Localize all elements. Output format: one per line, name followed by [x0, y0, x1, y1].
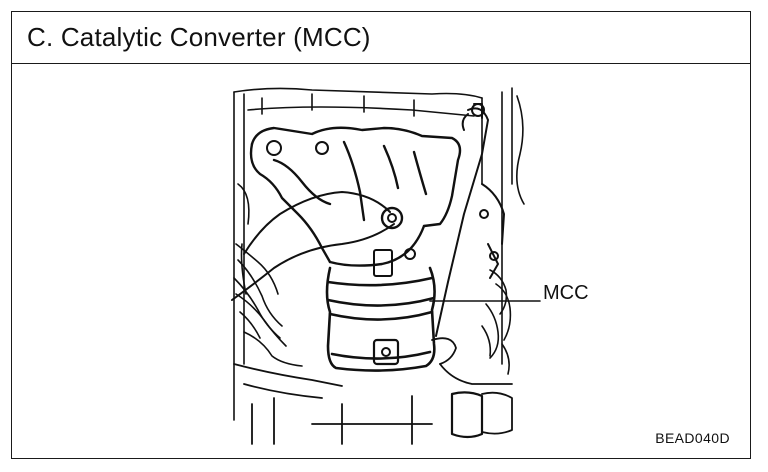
- section-header: C. Catalytic Converter (MCC): [12, 12, 750, 64]
- figure-area: MCC BEAD040D: [12, 64, 750, 458]
- catalytic-converter-body: [325, 249, 436, 372]
- lower-components: [233, 337, 513, 445]
- bracket-and-pipe: [435, 103, 505, 337]
- callout-label-mcc: MCC: [543, 282, 589, 304]
- figure-code: BEAD040D: [655, 430, 730, 446]
- exhaust-manifold: [249, 126, 462, 267]
- sensor-wire: [231, 191, 395, 301]
- section-title: C. Catalytic Converter (MCC): [27, 22, 371, 52]
- engine-exhaust-manifold-illustration: [231, 87, 541, 445]
- wiring-harness: [233, 243, 303, 367]
- right-harness: [481, 269, 512, 375]
- document-frame: C. Catalytic Converter (MCC): [11, 11, 751, 459]
